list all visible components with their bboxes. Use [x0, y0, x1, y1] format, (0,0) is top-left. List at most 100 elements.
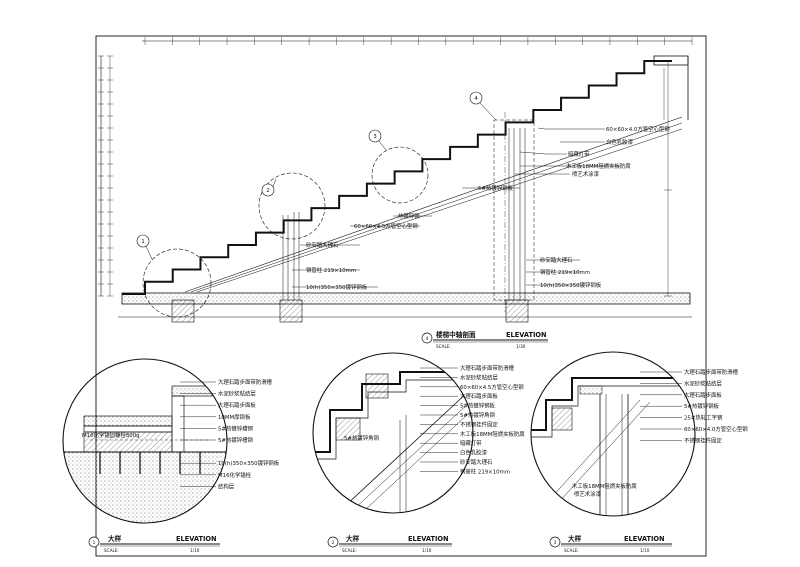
detail-1-label: 水泥砂浆粘结层 [218, 390, 256, 398]
main-scale-label: SCALE: [436, 344, 451, 349]
detail-1-label: M16化学锚栓 [218, 471, 252, 479]
detail-2-label: 砂安踏大理石 [460, 458, 493, 466]
label-plate-right: 10(h)350×350镀锌钢板 [540, 281, 602, 289]
detail-2-label: 大理石踏步面板 [460, 392, 498, 400]
detail-scale-value: 1/10 [190, 548, 200, 553]
stair-treads [122, 60, 672, 295]
detail-1-label: 10MM厚钢板 [218, 413, 251, 421]
steel-columns [282, 128, 526, 300]
label-white-paint: 白色乳胶漆 [606, 138, 634, 146]
main-leader-lines [292, 127, 620, 288]
label-marble-right: 砂安踏大理石 [540, 256, 573, 264]
detail-title-en: ELEVATION [624, 535, 665, 543]
detail-number: 1 [93, 540, 96, 545]
detail-title: 大样 [108, 534, 122, 543]
detail-2-label: 暗藏灯带 [460, 439, 482, 447]
detail-title-en: ELEVATION [176, 535, 217, 543]
detail-1-inner-label: M16化学锚固螺栓800g [82, 431, 140, 439]
label-steel-plate: 5#热镀锌钢板 [478, 184, 514, 192]
detail-3-label: 60×60×4.0方管空心型钢 [684, 425, 748, 433]
footing-right [505, 299, 529, 323]
label-angle-steel: 热镀锌钢 [398, 212, 420, 220]
stair-soffit-outer [184, 116, 683, 293]
main-view-title-en: ELEVATION [506, 331, 547, 339]
detail-title: 大样 [568, 534, 582, 543]
drawing-frame [95, 35, 707, 557]
detail-2-label: 白色乳胶漆 [460, 449, 488, 457]
left-dimension-chain [98, 55, 113, 297]
right-height-dimension [664, 62, 672, 297]
label-tube-top: 60×60×4.0方管空心型钢 [606, 125, 670, 133]
detail-1-label: 10(h)350×350镀锌钢板 [218, 459, 280, 467]
detail-1-label: 大理石踏步面带防滑槽 [218, 378, 273, 386]
detail-2-label: 钢管柱 219×10mm [460, 467, 510, 475]
detail-number: 2 [332, 540, 335, 545]
column-dashed-box [493, 119, 535, 301]
detail-1-label: 5#热镀锌槽钢 [218, 436, 253, 444]
label-marble-left: 砂安踏大理石 [306, 241, 339, 249]
stair-section-view: 1 2 3 4 [98, 37, 693, 349]
label-board: 木工板18MM阻燃夹板防腐 [566, 162, 631, 170]
detail-scale-label: SCALE: [342, 548, 357, 553]
detail-1-label: 大理石踏步面板 [218, 401, 256, 409]
detail-scale-value: 1/10 [640, 548, 650, 553]
stair-stringer [196, 128, 683, 293]
detail-2-title-block: 2 大样 ELEVATION SCALE: 1/10 [327, 534, 452, 553]
detail-1-label: 结构层 [218, 482, 235, 490]
label-tube-mid: 60×60×4.5方管空心型钢 [354, 222, 418, 230]
detail-3-inner-label-2: 喷艺术涂漆 [574, 490, 602, 498]
top-landing [653, 55, 689, 120]
detail-scale-label: SCALE: [104, 548, 119, 553]
callout-circle-4[interactable]: 4 [469, 91, 497, 121]
ground-slab [121, 292, 691, 305]
detail-title-en: ELEVATION [408, 535, 449, 543]
main-title-block: 4 楼梯中轴剖面 ELEVATION SCALE: 1/30 [421, 330, 548, 349]
detail-1-leaders [180, 381, 216, 487]
footing-left [171, 299, 195, 323]
label-pipe-left: 钢管柱 219×10mm [306, 266, 356, 274]
detail-2-inner-label: 5#热镀锌角钢 [344, 434, 379, 442]
detail-1-label: 5#热镀锌槽钢 [218, 424, 253, 432]
main-view-title: 楼梯中轴剖面 [436, 330, 476, 339]
detail-3-label: 大理石踏步面带防滑槽 [684, 368, 739, 376]
callout-number: 2 [266, 188, 270, 194]
detail-scale-label: SCALE: [564, 548, 579, 553]
detail-3-inner-label-1: 木工板18MM阻燃夹板防腐 [572, 482, 637, 490]
detail-scale-value: 1/10 [422, 548, 432, 553]
detail-1-title-block: 1 大样 ELEVATION SCALE: 1/10 [88, 534, 220, 553]
label-paint: 喷艺术涂漆 [572, 170, 600, 178]
detail-2-label: 5#热镀锌钢板 [460, 402, 496, 410]
detail-2-label: 大理石踏步面带防滑槽 [460, 364, 515, 372]
detail-2-label: 60×60×4.5方管空心型钢 [460, 383, 524, 391]
detail-3-title-block: 3 大样 ELEVATION SCALE: 1/10 [549, 534, 672, 553]
title-bubble-number: 4 [426, 336, 429, 341]
callout-number: 1 [141, 239, 145, 245]
detail-3-view: 木工板18MM阻燃夹板防腐 喷艺术涂漆 大理石踏步面带防滑槽水泥砂浆粘结层大理石… [530, 351, 748, 553]
label-light-strip: 暗藏灯带 [568, 150, 590, 158]
detail-3-label: 大理石踏步面板 [684, 391, 722, 399]
callout-circle-3[interactable]: 3 [368, 129, 429, 204]
callout-circle-2[interactable]: 2 [258, 172, 326, 240]
main-scale-value: 1/30 [516, 344, 526, 349]
detail-2-label: 水泥砂浆粘结层 [460, 373, 498, 381]
detail-2-label: 5#热镀锌角钢 [460, 411, 495, 419]
detail-title: 大样 [346, 534, 360, 543]
label-pipe-right: 钢管柱 219×10mm [540, 268, 590, 276]
top-dimension-chain [142, 37, 693, 45]
callout-circle-1[interactable]: 1 [136, 234, 212, 318]
detail-number: 3 [554, 540, 557, 545]
callout-number: 3 [373, 134, 377, 140]
detail-3-label: 不锈钢挂件固定 [684, 436, 722, 444]
label-plate-left: 10(h)350×350镀锌钢板 [306, 283, 368, 291]
callout-number: 4 [474, 96, 478, 102]
stair-soffit-inner [190, 122, 683, 293]
detail-3-label: 25#热轧工字钢 [684, 414, 722, 422]
detail-3-label: 水泥砂浆粘结层 [684, 379, 722, 387]
detail-2-label: 不锈钢挂件固定 [460, 420, 498, 428]
detail-2-leaders [420, 367, 458, 472]
detail-2-label: 木工板18MM阻燃夹板防腐 [460, 430, 525, 438]
footing-mid [279, 299, 303, 323]
